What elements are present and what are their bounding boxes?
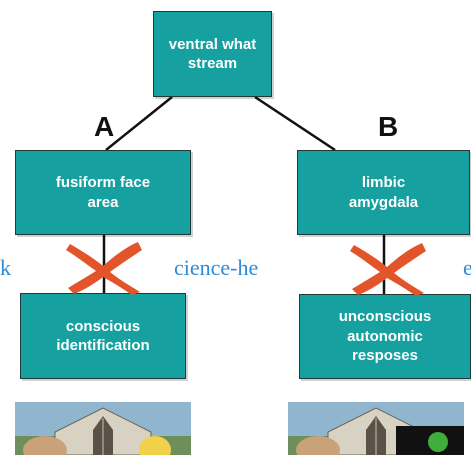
overlay-text-middle: cience-he [174,255,259,280]
red-x-icon [66,242,142,295]
farmhouse-painting-image [15,402,191,455]
pathway-label-a: A [94,111,115,142]
node-conscious-identification: conscious identification [20,293,186,379]
connector-top-to-left [105,96,173,151]
farmhouse-painting-image [288,402,464,455]
overlay-text-right: e [463,255,471,280]
pathway-label-b: B [378,111,399,142]
node-fusiform-face-area: fusiform face area [15,150,191,235]
node-ventral-what-stream: ventral what stream [153,11,272,97]
node-unconscious-autonomic-responses: unconscious autonomic resposes [299,294,471,379]
node-limbic-amygdala: limbic amygdala [297,150,470,235]
connector-top-to-right [254,95,336,152]
overlay-text-left: k [0,255,11,280]
red-x-icon [350,243,426,296]
